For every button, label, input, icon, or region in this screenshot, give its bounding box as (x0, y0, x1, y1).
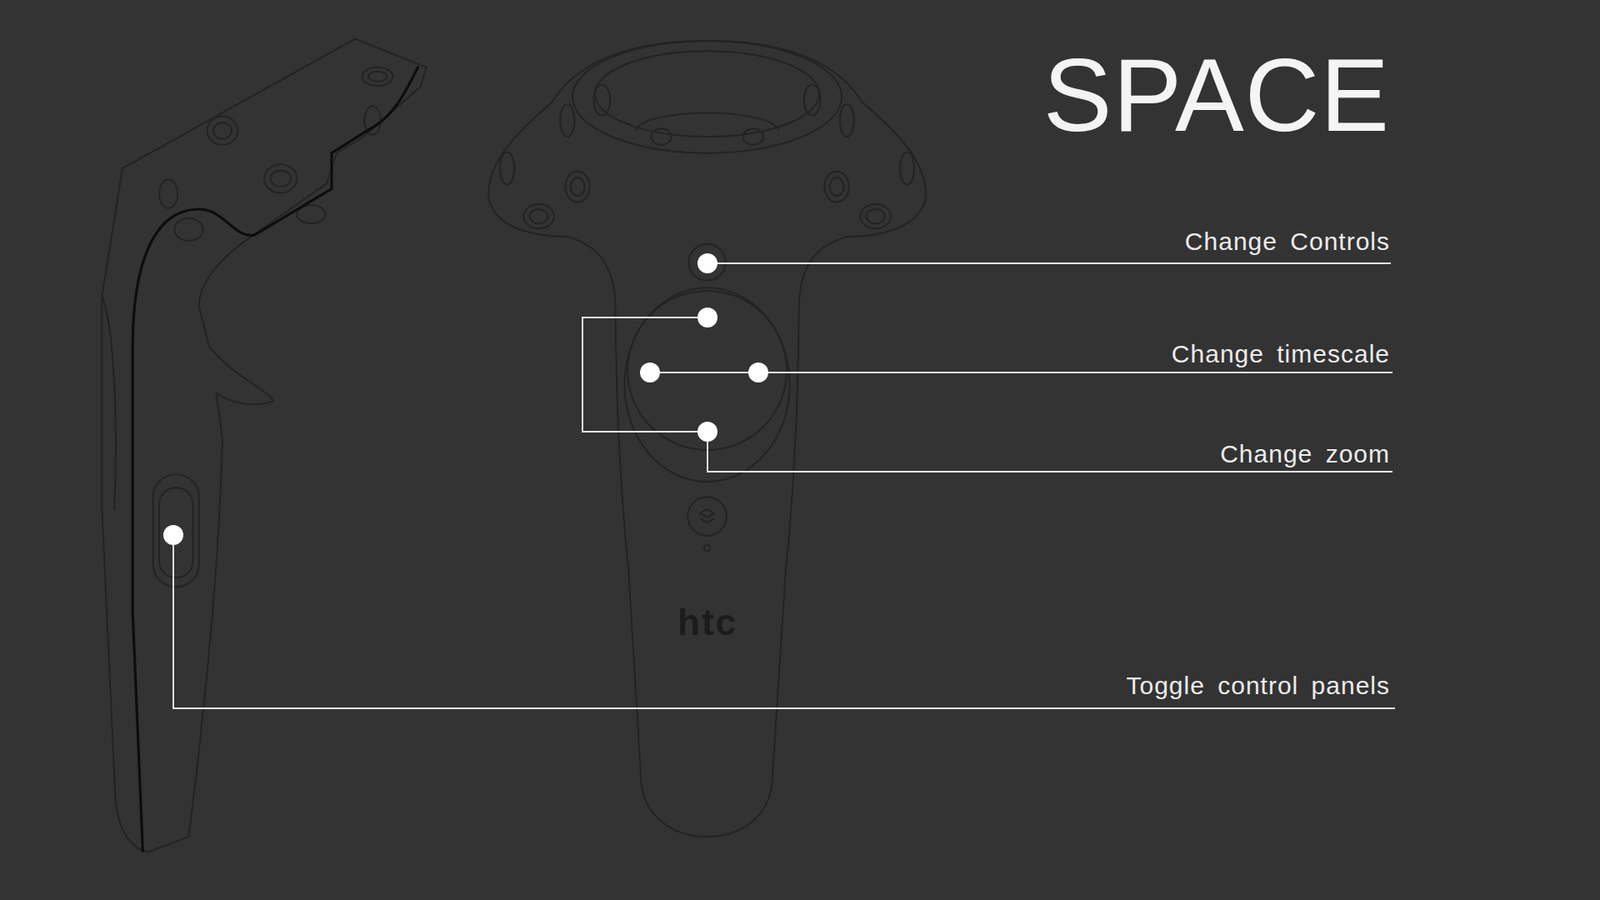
system-button (687, 496, 727, 536)
trackpad (627, 290, 787, 450)
side-view (101, 39, 426, 853)
status-light (704, 545, 710, 551)
front-outline (488, 40, 926, 837)
side-edge-line (132, 66, 419, 853)
menu-button (689, 244, 726, 281)
sensor-dimples (159, 67, 393, 241)
sensor-dimples (500, 85, 915, 230)
dots (163, 253, 769, 545)
front-view (488, 40, 926, 837)
leader-line (707, 262, 1391, 265)
callout-dot (697, 421, 718, 442)
callout-dot (163, 525, 184, 545)
callout-dot (640, 362, 660, 383)
ring-outer (572, 40, 842, 154)
system-icon (700, 509, 715, 523)
grip-button-inner (159, 487, 193, 578)
callout-dot (748, 362, 769, 383)
leader-line (173, 535, 1395, 709)
grip-button (153, 474, 200, 587)
callout-dot (697, 253, 718, 274)
leaders (173, 263, 1395, 709)
callout-label: Toggle control panels (1125, 673, 1390, 699)
leader-line (707, 431, 1393, 472)
ring-inner (595, 50, 820, 137)
callout-label: Change zoom (1220, 441, 1390, 467)
title: SPACE (1043, 43, 1390, 147)
side-outline (101, 39, 426, 853)
callout-dot (697, 307, 718, 328)
side-seam (101, 295, 116, 510)
callout-label: Change timescale (1171, 341, 1390, 367)
callout-label: Change Controls (1185, 229, 1390, 255)
ring-floor (635, 113, 779, 131)
brand-logo: htc (677, 604, 738, 641)
bracket (582, 317, 708, 432)
